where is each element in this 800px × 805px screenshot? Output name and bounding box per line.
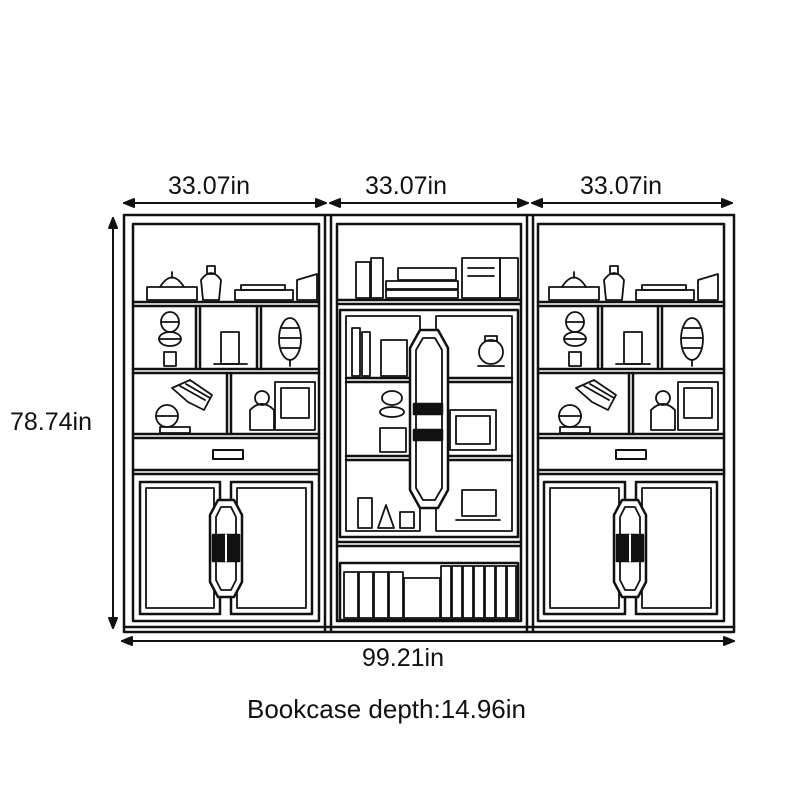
section-width-arrow-2 [329,198,529,208]
middle-cabinet [335,222,523,623]
left-top-shelf-items [146,265,318,301]
height-label: 78.74in [10,408,93,436]
dimension-lines [108,198,735,646]
right-top-shelf-items [548,265,719,301]
middle-bottom-books [343,565,517,619]
section-width-label-1: 33.07in [168,172,251,200]
section-width-label-2: 33.07in [365,172,448,200]
section-width-arrow-1 [123,198,327,208]
height-arrow [108,217,118,629]
right-cabinet [536,222,726,623]
section-width-label-3: 33.07in [580,172,663,200]
depth-caption: Bookcase depth:14.96in [247,694,526,724]
middle-top-shelf-items [355,257,519,299]
bookcase-frame [122,213,736,634]
total-width-label: 99.21in [362,644,445,672]
left-cubby-items [155,311,316,434]
section-width-arrow-3 [531,198,733,208]
left-cabinet [131,222,321,623]
middle-glass-cabinet-items [351,327,505,529]
total-width-arrow [121,636,735,646]
right-cubby-items [558,311,719,434]
